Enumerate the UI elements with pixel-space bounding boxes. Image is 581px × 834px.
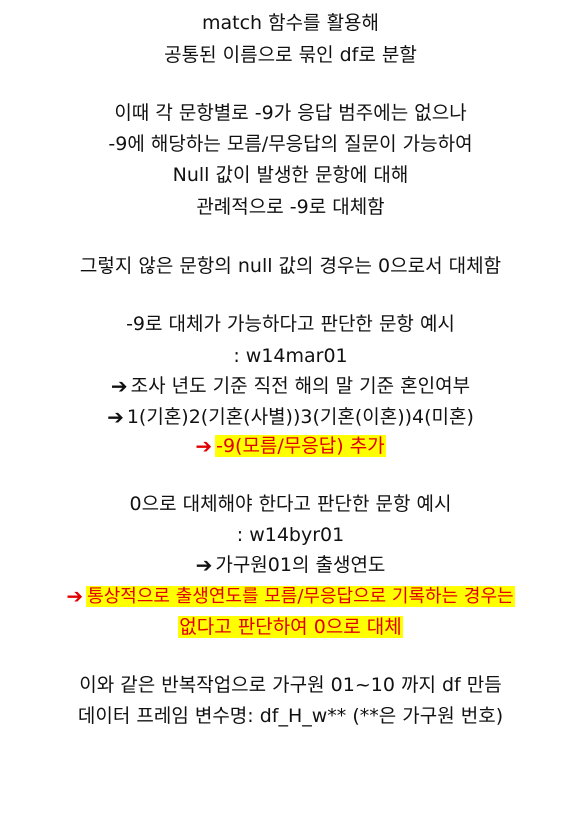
example2-note-highlight-2: 없다고 판단하여 0으로 대체 — [178, 616, 403, 638]
explanation-line-4: 관례적으로 -9로 대체함 — [196, 196, 385, 218]
outro-line-1: 이와 같은 반복작업으로 가구원 01~10 까지 df 만듬 — [79, 674, 502, 696]
arrow-icon: ➔ — [195, 434, 213, 458]
arrow-icon: ➔ — [66, 584, 84, 608]
example2-description-line: ➔가구원01의 출생연도 — [0, 551, 581, 579]
example1-added-highlight: -9(모름/무응답) 추가 — [215, 435, 386, 457]
example1-variable: : w14mar01 — [233, 345, 348, 367]
null-rule-line: 그렇지 않은 문항의 null 값의 경우는 0으로서 대체함 — [79, 255, 502, 277]
arrow-icon: ➔ — [110, 374, 128, 398]
example2-note-highlight-1: 통상적으로 출생연도를 모름/무응답으로 기록하는 경우는 — [86, 586, 515, 607]
example1-options-line: ➔1(기혼)2(기혼(사별))3(기혼(이혼))4(미혼) — [0, 403, 581, 431]
example2-variable: : w14byr01 — [236, 524, 345, 546]
example2-note-line-1: ➔통상적으로 출생연도를 모름/무응답으로 기록하는 경우는 — [0, 582, 581, 611]
example1-heading: -9로 대체가 가능하다고 판단한 문항 예시 — [126, 313, 455, 335]
example2-heading: 0으로 대체해야 한다고 판단한 문항 예시 — [129, 493, 452, 515]
intro-line-1: match 함수를 활용해 — [201, 12, 380, 34]
explanation-line-2: -9에 해당하는 모름/무응답의 질문이 가능하여 — [108, 133, 473, 155]
example1-options: 1(기혼)2(기혼(사별))3(기혼(이혼))4(미혼) — [126, 406, 474, 428]
example1-description: 조사 년도 기준 직전 해의 말 기준 혼인여부 — [130, 375, 471, 397]
example2-note-line-2: 없다고 판단하여 0으로 대체 — [0, 613, 581, 641]
explanation-line-3: Null 값이 발생한 문항에 대해 — [172, 164, 409, 186]
intro-line-2: 공통된 이름으로 묶인 df로 분할 — [164, 44, 417, 66]
example1-added-line: ➔-9(모름/무응답) 추가 — [0, 432, 581, 460]
example2-description: 가구원01의 출생연도 — [215, 554, 386, 576]
outro-line-2: 데이터 프레임 변수명: df_H_w** (**은 가구원 번호) — [77, 705, 504, 727]
arrow-icon: ➔ — [107, 405, 124, 429]
example1-description-line: ➔조사 년도 기준 직전 해의 말 기준 혼인여부 — [0, 372, 581, 400]
arrow-icon: ➔ — [195, 553, 213, 577]
explanation-line-1: 이때 각 문항별로 -9가 응답 범주에는 없으나 — [114, 102, 467, 124]
